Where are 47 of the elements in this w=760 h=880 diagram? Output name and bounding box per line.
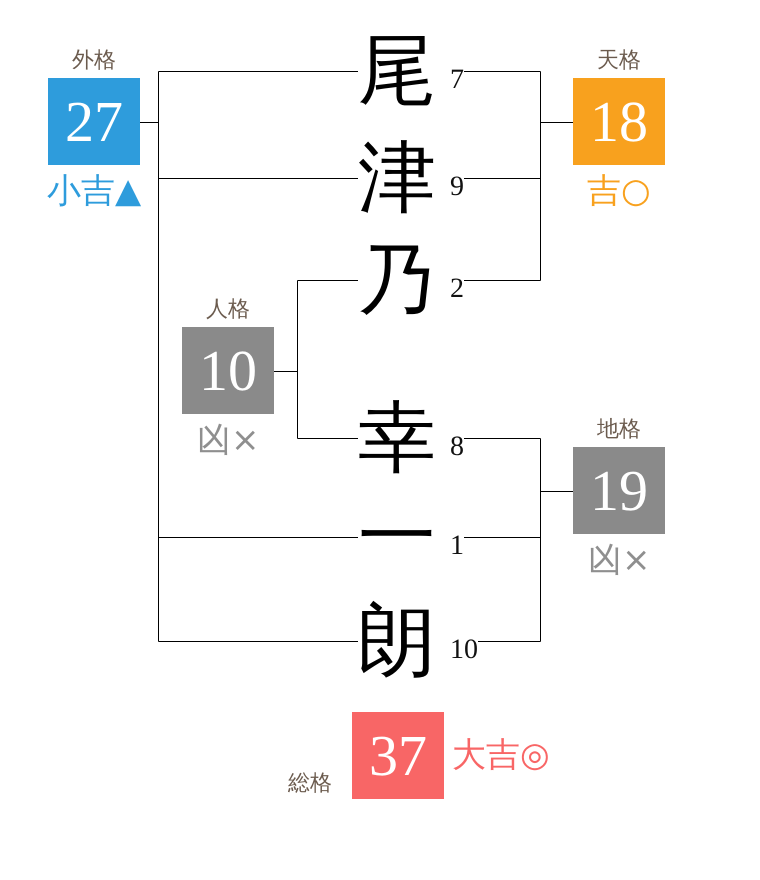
score-box: 18: [573, 78, 665, 165]
stroke-count: 9: [450, 173, 464, 201]
score-box: 10: [182, 327, 274, 414]
connector-line: [297, 280, 358, 281]
connector-line: [158, 537, 358, 538]
heading-label: 外格: [71, 48, 117, 74]
heading-label: 総格: [288, 771, 332, 797]
fortune-label: 凶×: [197, 420, 260, 460]
connector-line: [540, 438, 541, 642]
connector-line: [540, 71, 541, 281]
score-box: 27: [48, 78, 140, 165]
connector-line: [297, 280, 298, 439]
connector-line: [478, 641, 541, 642]
name-character: 尾: [358, 32, 436, 110]
score-box: 37: [352, 712, 444, 799]
name-character: 幸: [358, 399, 436, 477]
name-character: 一: [358, 498, 436, 576]
stroke-count: 8: [450, 433, 464, 461]
connector-line: [140, 122, 159, 123]
heading-label: 天格: [596, 48, 642, 74]
connector-line: [540, 491, 574, 492]
connector-line: [464, 537, 541, 538]
heading-label: 人格: [205, 297, 251, 323]
stroke-count: 10: [450, 636, 478, 664]
connector-line: [158, 641, 358, 642]
connector-line: [464, 178, 541, 179]
stroke-count: 1: [450, 532, 464, 560]
connector-line: [464, 438, 541, 439]
connector-line: [158, 71, 159, 642]
fortune-label: 吉○: [587, 171, 651, 211]
connector-line: [158, 71, 358, 72]
connector-line: [464, 71, 541, 72]
connector-line: [540, 122, 574, 123]
fortune-label: 大吉◎: [452, 735, 550, 775]
stroke-count: 2: [450, 275, 464, 303]
connector-line: [297, 438, 358, 439]
fortune-label: 凶×: [588, 540, 650, 580]
connector-line: [158, 178, 358, 179]
heading-label: 地格: [596, 417, 642, 443]
name-character: 乃: [358, 241, 436, 319]
score-box: 19: [573, 447, 665, 534]
name-character: 津: [358, 139, 436, 217]
connector-line: [274, 371, 298, 372]
stroke-count: 7: [450, 66, 464, 94]
name-character: 朗: [358, 602, 436, 680]
connector-line: [464, 280, 541, 281]
fortune-label: 小吉▲: [47, 171, 142, 211]
